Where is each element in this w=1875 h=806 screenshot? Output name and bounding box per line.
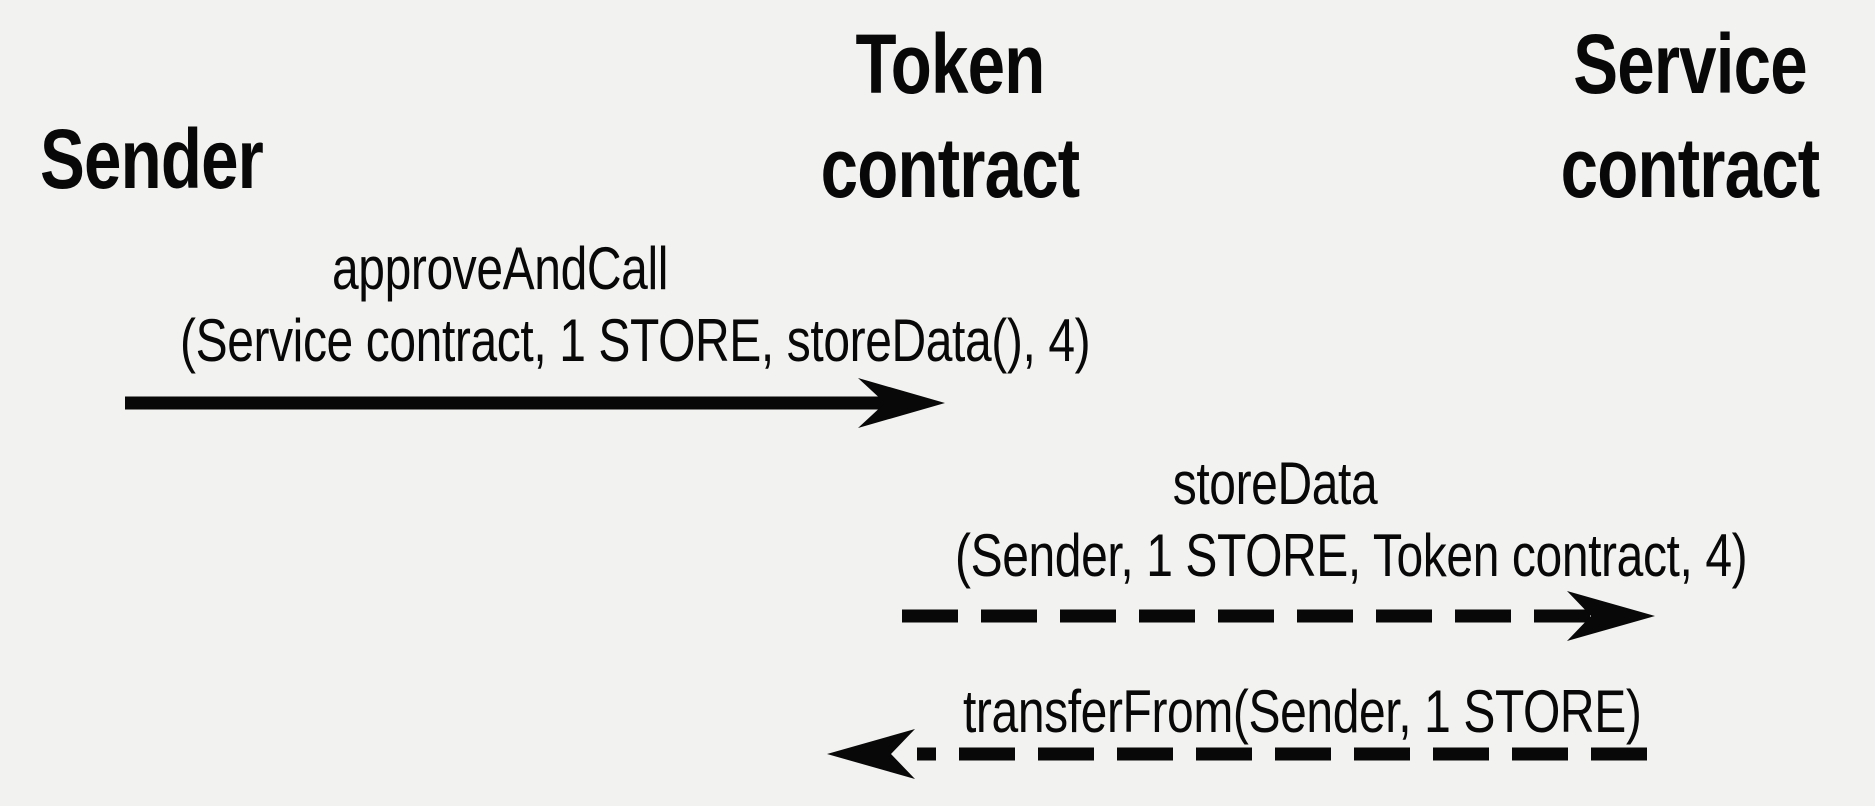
participant-sender: Sender <box>40 107 264 211</box>
message-1-arguments: (Service contract, 1 STORE, storeData(),… <box>180 307 1091 374</box>
message-3-method-name: transferFrom(Sender, 1 STORE) <box>963 678 1642 745</box>
participant-token-contract-line2: contract <box>820 121 1081 215</box>
participant-token-contract: Token contract <box>758 12 1142 220</box>
message-1-label: approveAndCall (Service contract, 1 STOR… <box>180 233 1091 377</box>
participant-service-contract-line2: contract <box>1560 121 1821 215</box>
message-2-label: storeData (Sender, 1 STORE, Token contra… <box>955 448 1748 592</box>
message-1-method-name: approveAndCall <box>332 235 668 302</box>
participant-service-contract: Service contract <box>1498 12 1875 220</box>
message-3-label: transferFrom(Sender, 1 STORE) <box>963 676 1642 748</box>
message-1-arrow-solid-right <box>125 378 945 428</box>
participant-sender-label: Sender <box>40 112 264 206</box>
message-1-arrowhead-right-icon <box>858 378 945 428</box>
message-2-arrowhead-right-icon <box>1567 591 1655 641</box>
message-2-arguments: (Sender, 1 STORE, Token contract, 4) <box>955 522 1748 589</box>
message-3-arrowhead-left-icon <box>827 729 915 779</box>
participant-token-contract-line1: Token <box>855 17 1046 111</box>
message-2-arrow-dashed-right <box>902 591 1655 641</box>
message-2-method-name: storeData <box>1172 450 1378 517</box>
message-3-arrow-dashed-left <box>827 729 1647 779</box>
participant-service-contract-line1: Service <box>1573 17 1807 111</box>
